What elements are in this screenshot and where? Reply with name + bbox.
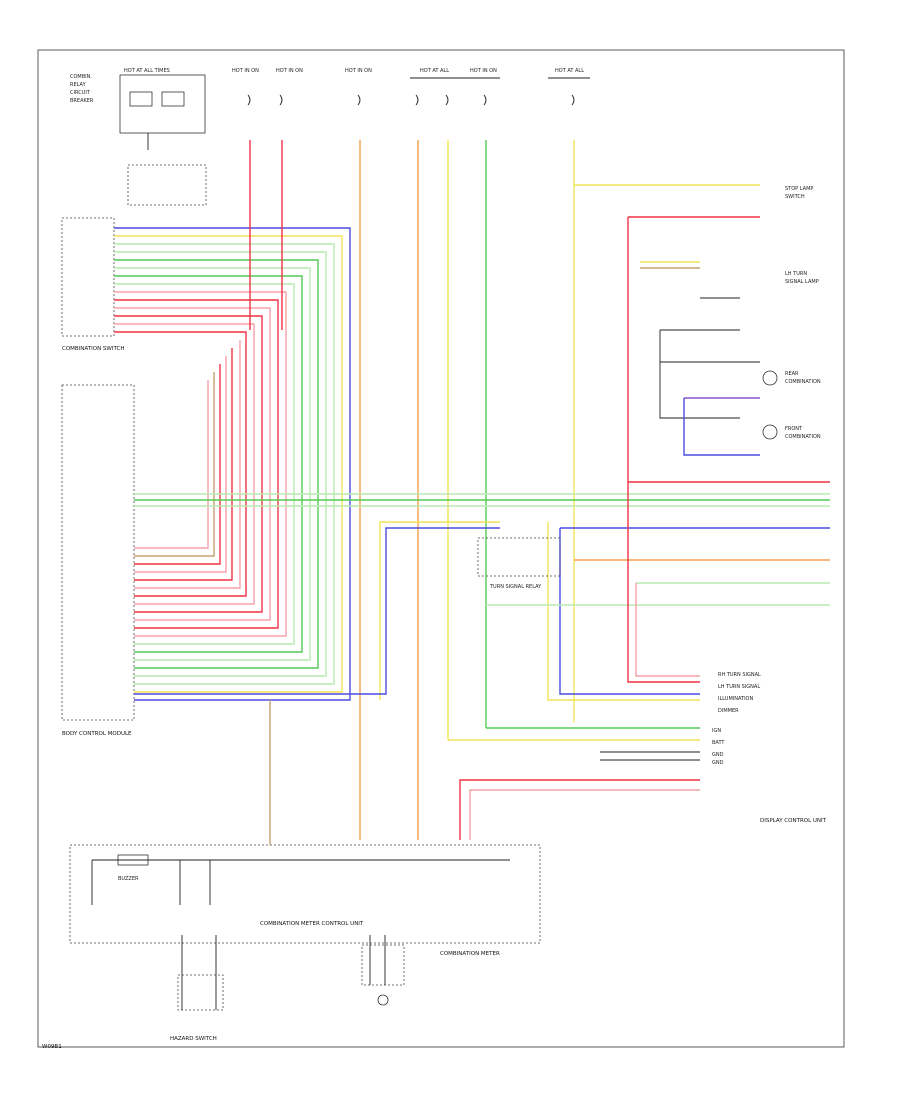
fuse-header-f7: HOT AT ALL bbox=[555, 68, 584, 74]
hazard-switch-label: HAZARD SWITCH bbox=[170, 1036, 217, 1042]
fuse-icons bbox=[247, 94, 575, 106]
fuse-header-f6: HOT IN ON bbox=[470, 68, 497, 74]
footer-code: W09B1 bbox=[42, 1044, 62, 1050]
body-control-module: BODY CONTROL MODULE bbox=[61, 384, 135, 737]
combination-meter-label: COMBINATION METER bbox=[440, 951, 500, 957]
fuse-header-f4: HOT IN ON bbox=[345, 68, 372, 74]
svg-text:COMBIN.: COMBIN. bbox=[70, 74, 92, 80]
svg-text:COMBINATION: COMBINATION bbox=[785, 434, 821, 440]
svg-text:RH TURN SIGNAL: RH TURN SIGNAL bbox=[718, 672, 761, 678]
diagram-frame bbox=[37, 49, 845, 1048]
top-fuse-labels: HOT IN ON HOT IN ON HOT IN ON HOT AT ALL… bbox=[232, 68, 590, 79]
svg-text:STOP LAMP: STOP LAMP bbox=[785, 186, 813, 192]
combination-switch: COMBINATION SWITCH bbox=[61, 217, 125, 352]
bottom-middle-component bbox=[361, 935, 405, 1006]
fuse-header-f2: HOT IN ON bbox=[232, 68, 259, 74]
svg-text:FRONT: FRONT bbox=[785, 426, 803, 432]
svg-text:SIGNAL LAMP: SIGNAL LAMP bbox=[785, 279, 819, 285]
svg-text:LH TURN: LH TURN bbox=[785, 271, 807, 277]
display-control-unit-label: DISPLAY CONTROL UNIT bbox=[760, 818, 827, 824]
combination-meter: BUZZER COMBINATION METER CONTROL UNIT CO… bbox=[69, 700, 541, 957]
svg-text:BATT: BATT bbox=[712, 740, 725, 746]
combination-switch-label: COMBINATION SWITCH bbox=[62, 346, 125, 352]
svg-text:DIMMER: DIMMER bbox=[718, 708, 739, 714]
fuse-header-f1: HOT AT ALL TIMES bbox=[124, 68, 170, 74]
svg-text:GND: GND bbox=[712, 752, 724, 758]
svg-text:SWITCH: SWITCH bbox=[785, 194, 805, 200]
buzzer-label: BUZZER bbox=[118, 876, 139, 882]
svg-text:COMBINATION: COMBINATION bbox=[785, 379, 821, 385]
display-control-unit: RH TURN SIGNAL LH TURN SIGNAL ILLUMINATI… bbox=[448, 672, 827, 840]
fuse-relay-block: HOT AT ALL TIMES COMBIN. RELAY CIRCUIT B… bbox=[70, 68, 207, 206]
turn-signal-relay-label: TURN SIGNAL RELAY bbox=[489, 584, 542, 590]
svg-text:ILLUMINATION: ILLUMINATION bbox=[718, 696, 753, 702]
svg-text:RELAY: RELAY bbox=[70, 82, 87, 88]
svg-text:CIRCUIT: CIRCUIT bbox=[70, 90, 91, 96]
bcm-label: BODY CONTROL MODULE bbox=[62, 731, 132, 737]
svg-text:GND: GND bbox=[712, 760, 724, 766]
svg-text:IGN: IGN bbox=[712, 728, 721, 734]
fuse-feed-wires bbox=[249, 140, 575, 840]
turn-signal-relay: TURN SIGNAL RELAY bbox=[477, 537, 561, 590]
middle-horizontal-wires bbox=[134, 482, 830, 701]
svg-text:REAR: REAR bbox=[785, 371, 799, 377]
svg-text:LH TURN SIGNAL: LH TURN SIGNAL bbox=[718, 684, 760, 690]
wire-bundle-switch bbox=[114, 227, 351, 701]
fuse-header-f3: HOT IN ON bbox=[276, 68, 303, 74]
svg-text:BREAKER: BREAKER bbox=[70, 98, 94, 104]
hazard-switch: HAZARD SWITCH bbox=[170, 935, 224, 1042]
right-lamp-area: STOP LAMP SWITCH LH TURN SIGNAL LAMP REA… bbox=[574, 184, 830, 483]
meter-control-unit-label: COMBINATION METER CONTROL UNIT bbox=[260, 921, 364, 927]
fuse-header-f5: HOT AT ALL bbox=[420, 68, 449, 74]
